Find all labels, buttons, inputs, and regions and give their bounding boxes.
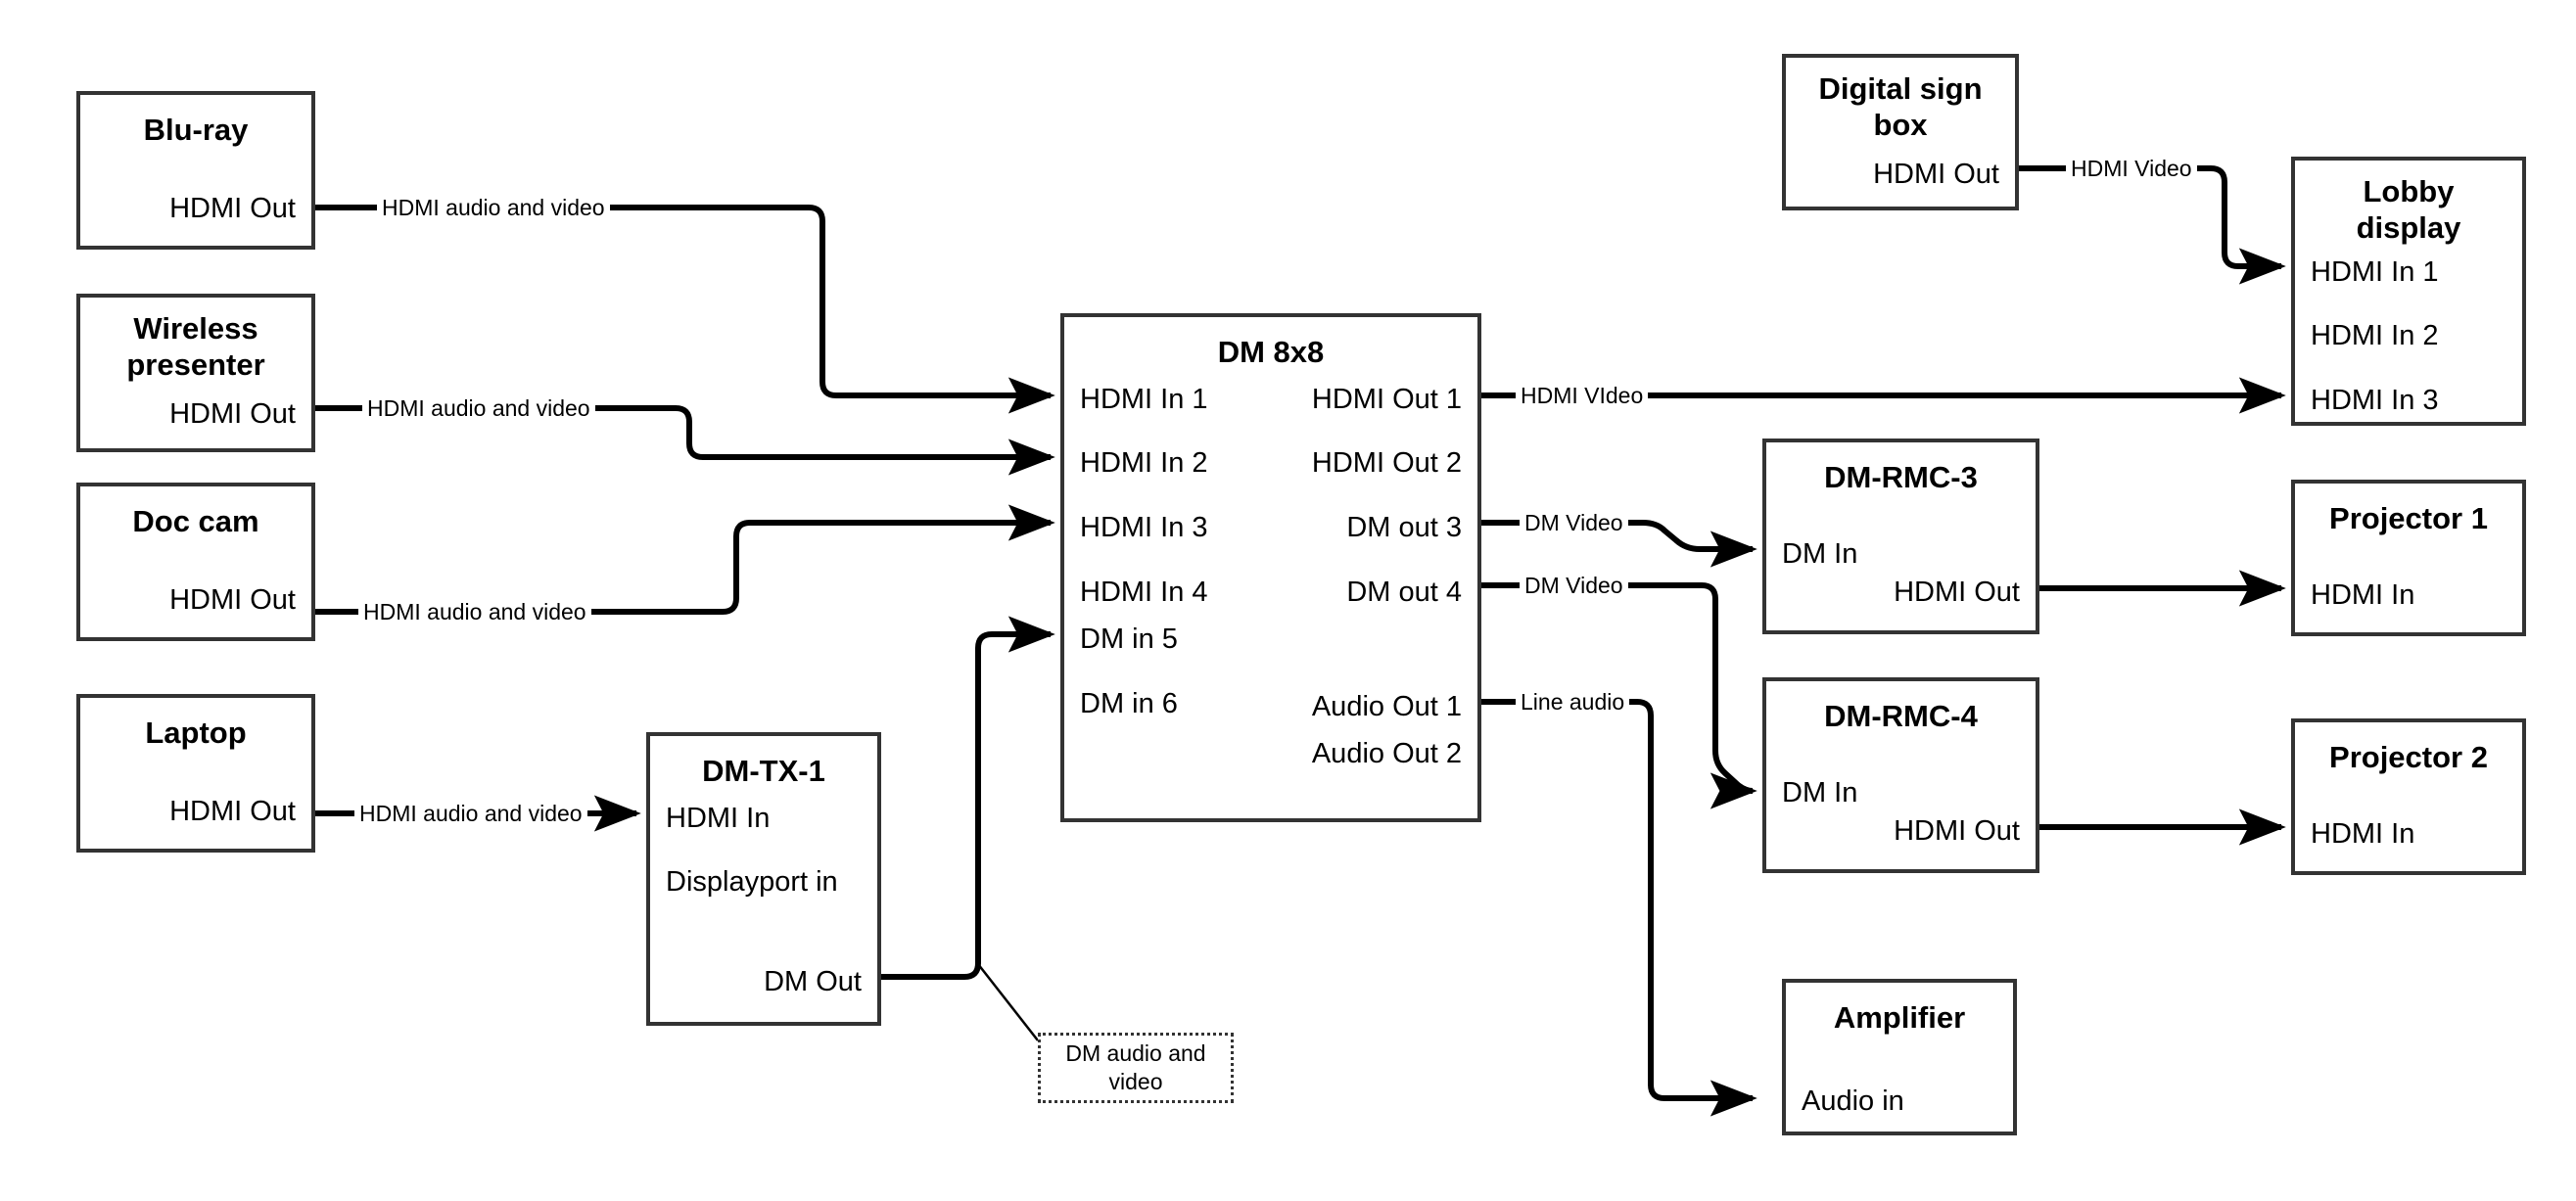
wire-dm8x8-out3-to-dmrmc3 [1481,520,1757,568]
note-dm-audio-and-video-text: DM audio and video [1065,1040,1206,1094]
node-dm-8x8[interactable]: DM 8x8 HDMI In 1 HDMI In 2 HDMI In 3 HDM… [1060,313,1481,822]
wire-label-dm8x8-audioout1-to-amp: Line audio [1516,689,1630,716]
port-dm-8x8-dm-in-5[interactable]: DM in 5 [1080,624,1178,655]
port-dm-tx-1-displayport-in[interactable]: Displayport in [666,866,838,898]
wire-dmtx1-to-dm8x8-dmin5 [881,616,1055,980]
port-dm-8x8-audio-out-2[interactable]: Audio Out 2 [1311,738,1462,769]
port-dm-tx-1-dm-out[interactable]: DM Out [764,966,862,997]
port-bluray-hdmi-out[interactable]: HDMI Out [169,193,296,224]
port-dm-tx-1-hdmi-in[interactable]: HDMI In [666,803,771,834]
port-dm-8x8-hdmi-out-1[interactable]: HDMI Out 1 [1311,384,1462,415]
node-dm-tx-1-title: DM-TX-1 [702,754,825,788]
port-projector-2-hdmi-in[interactable]: HDMI In [2311,818,2415,850]
port-dm-rmc-3-dm-in[interactable]: DM In [1782,538,1858,570]
node-projector-2[interactable]: Projector 2 HDMI In [2291,718,2526,875]
port-lobby-display-hdmi-in-1[interactable]: HDMI In 1 [2311,256,2439,288]
wire-wireless-to-dm8x8-in2 [315,405,1055,476]
port-dm-rmc-3-hdmi-out[interactable]: HDMI Out [1894,577,2020,608]
wire-label-dm8x8-out1-to-lobby: HDMI VIdeo [1516,383,1649,409]
port-wireless-presenter-hdmi-out[interactable]: HDMI Out [169,398,296,430]
node-digital-sign-box-title: Digital sign box [1818,71,1983,142]
node-amplifier-title: Amplifier [1833,1000,1966,1035]
port-lobby-display-hdmi-in-3[interactable]: HDMI In 3 [2311,385,2439,416]
wire-label-wireless-to-dm8x8: HDMI audio and video [362,395,595,422]
wire-label-dm8x8-out4-to-rmc4: DM Video [1520,573,1628,599]
port-dm-8x8-hdmi-in-4[interactable]: HDMI In 4 [1080,577,1208,608]
node-doc-cam[interactable]: Doc cam HDMI Out [76,483,315,641]
node-laptop[interactable]: Laptop HDMI Out [76,694,315,853]
port-dm-8x8-dm-out-3[interactable]: DM out 3 [1346,512,1462,543]
node-lobby-display-title: Lobby display [2356,174,2461,245]
node-dm-tx-1[interactable]: DM-TX-1 HDMI In Displayport in DM Out [646,732,881,1026]
port-dm-rmc-4-dm-in[interactable]: DM In [1782,777,1858,808]
node-dm-rmc-3[interactable]: DM-RMC-3 DM In HDMI Out [1762,439,2039,634]
port-dm-rmc-4-hdmi-out[interactable]: HDMI Out [1894,815,2020,847]
wire-signbox-to-lobby-in1 [2019,165,2286,285]
port-dm-8x8-hdmi-in-2[interactable]: HDMI In 2 [1080,447,1208,479]
port-projector-1-hdmi-in[interactable]: HDMI In [2311,579,2415,611]
node-dm-8x8-title: DM 8x8 [1217,335,1325,369]
wire-dm8x8-out4-to-dmrmc4 [1481,582,1757,809]
node-dm-rmc-4[interactable]: DM-RMC-4 DM In HDMI Out [1762,677,2039,873]
port-dm-8x8-hdmi-in-3[interactable]: HDMI In 3 [1080,512,1208,543]
node-dm-rmc-4-title: DM-RMC-4 [1824,699,1978,733]
port-amplifier-audio-in[interactable]: Audio in [1802,1086,1904,1117]
port-dm-8x8-hdmi-out-2[interactable]: HDMI Out 2 [1311,447,1462,479]
node-lobby-display[interactable]: Lobby display HDMI In 1 HDMI In 2 HDMI I… [2291,157,2526,426]
node-bluray[interactable]: Blu-ray HDMI Out [76,91,315,250]
note-dm-audio-and-video: DM audio and video [1038,1033,1234,1103]
node-dm-rmc-3-title: DM-RMC-3 [1824,460,1978,494]
wire-label-signbox-to-lobby: HDMI Video [2066,156,2197,182]
wire-doccam-to-dm8x8-in3 [315,504,1055,615]
wire-label-laptop-to-dmtx1: HDMI audio and video [354,801,587,827]
wire-label-bluray-to-dm8x8: HDMI audio and video [377,195,610,221]
wire-dm8x8-audioout1-to-amplifier [1481,699,1757,1117]
node-laptop-title: Laptop [145,716,247,750]
port-dm-8x8-audio-out-1[interactable]: Audio Out 1 [1311,691,1462,722]
port-doc-cam-hdmi-out[interactable]: HDMI Out [169,584,296,616]
node-projector-1[interactable]: Projector 1 HDMI In [2291,480,2526,636]
leader-line-dm-av-note [977,963,1039,1041]
node-wireless-presenter[interactable]: Wireless presenter HDMI Out [76,294,315,452]
node-doc-cam-title: Doc cam [132,504,259,538]
node-bluray-title: Blu-ray [143,113,249,147]
node-projector-2-title: Projector 2 [2329,740,2488,774]
port-lobby-display-hdmi-in-2[interactable]: HDMI In 2 [2311,320,2439,351]
port-dm-8x8-dm-out-4[interactable]: DM out 4 [1346,577,1462,608]
wire-label-dm8x8-out3-to-rmc3: DM Video [1520,510,1628,536]
node-projector-1-title: Projector 1 [2329,501,2488,535]
wire-label-doccam-to-dm8x8: HDMI audio and video [358,599,591,625]
port-dm-8x8-dm-in-6[interactable]: DM in 6 [1080,688,1178,719]
port-laptop-hdmi-out[interactable]: HDMI Out [169,796,296,827]
node-amplifier[interactable]: Amplifier Audio in [1782,979,2017,1135]
port-digital-sign-box-hdmi-out[interactable]: HDMI Out [1873,159,1999,190]
node-digital-sign-box[interactable]: Digital sign box HDMI Out [1782,54,2019,210]
node-wireless-presenter-title: Wireless presenter [126,311,265,382]
wire-bluray-to-dm8x8-in1 [315,205,1055,414]
port-dm-8x8-hdmi-in-1[interactable]: HDMI In 1 [1080,384,1208,415]
